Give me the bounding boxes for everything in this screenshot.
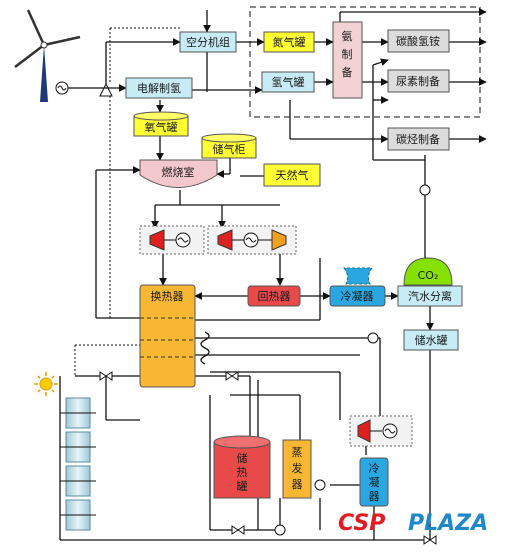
ammonia-section-border — [249, 6, 481, 118]
hydrogen-tank-label: 氢气罐 — [272, 75, 305, 89]
natural-gas-label: 天然气 — [276, 168, 309, 182]
electrolysis-box — [125, 77, 193, 99]
air-separation-label: 空分机组 — [186, 35, 230, 49]
evaporator-label-3: 器 — [292, 478, 303, 491]
ammonium-bicarbonate-label: 碳酸氢铵 — [396, 34, 440, 48]
thermal-storage-label-3: 罐 — [237, 480, 248, 493]
thermal-storage-label-1: 储 — [237, 451, 248, 465]
valve-icon — [99, 371, 437, 545]
regenerator-label: 回热器 — [258, 290, 291, 303]
signal-lines — [74, 27, 180, 376]
combustion-chamber — [139, 159, 218, 188]
watermark-part2: PLAZA — [408, 511, 488, 536]
cooling-tower-icon — [343, 267, 373, 285]
oxygen-tank-label: 氧气罐 — [145, 120, 178, 134]
gas-holder — [201, 133, 257, 159]
heat-exchanger-coils — [140, 317, 195, 358]
hydrocarbon-production-box — [387, 127, 450, 151]
pump-icon — [274, 184, 431, 536]
nitrogen-tank-box — [263, 31, 315, 53]
thermal-storage-tank — [213, 435, 271, 499]
condenser-bottom-label-1: 冷 — [369, 462, 380, 475]
regenerator-box — [247, 285, 301, 307]
condenser-top-box — [329, 285, 386, 307]
thermal-storage-label-2: 热 — [237, 466, 248, 479]
combustion-chamber-label: 燃烧室 — [162, 165, 195, 179]
evaporator-label-1: 蒸 — [292, 446, 303, 459]
electrolysis-label: 电解制氢 — [137, 81, 181, 95]
hydrocarbon-production-label: 碳烃制备 — [396, 132, 440, 146]
solar-collector-icon — [60, 397, 96, 531]
ammonium-bicarbonate-box — [387, 29, 450, 53]
oxygen-tank — [133, 111, 189, 137]
co2-label: CO₂ — [418, 269, 439, 282]
air-separation-box — [179, 31, 237, 53]
turbine-icon — [349, 415, 413, 447]
urea-production-box — [387, 69, 450, 93]
condenser-bottom-label-3: 器 — [369, 490, 380, 503]
steam-water-separation-box — [397, 285, 463, 307]
condenser-bottom-label-2: 凝 — [369, 475, 380, 489]
watermark-logo: CSP PLAZA — [338, 511, 488, 536]
water-tank-label: 储水罐 — [415, 333, 448, 347]
turbine-icon — [139, 225, 205, 255]
water-tank-box — [403, 329, 459, 351]
condenser-top-label: 冷凝器 — [341, 289, 374, 303]
natural-gas-box — [263, 163, 321, 187]
urea-production-label: 尿素制备 — [396, 74, 440, 88]
sun-icon — [34, 372, 58, 396]
inverter-icon — [99, 82, 113, 97]
evaporator-box — [282, 439, 312, 499]
evaporator-label-2: 发 — [292, 461, 303, 475]
nitrogen-tank-label: 氮气罐 — [273, 35, 306, 49]
watermark-part1: CSP — [338, 511, 385, 536]
coil-icon — [200, 331, 210, 365]
ammonia-production-label-1: 氨 — [342, 30, 353, 43]
ammonia-production-box — [332, 21, 363, 99]
heat-exchanger — [139, 284, 196, 388]
steam-water-separation-label: 汽水分离 — [408, 289, 452, 303]
turbine-icon — [207, 225, 297, 255]
co2-dome — [403, 257, 453, 286]
ammonia-production-label-2: 制 — [342, 48, 353, 61]
gas-holder-label: 储气柜 — [213, 142, 246, 156]
condenser-bottom-box — [359, 457, 389, 507]
hydrogen-tank-box — [261, 71, 315, 93]
ammonia-production-label-3: 备 — [342, 65, 353, 79]
generator-icon — [55, 81, 69, 95]
heat-exchanger-label: 换热器 — [151, 289, 184, 303]
connection-lines — [59, 8, 487, 541]
wind-turbine-icon — [14, 9, 81, 102]
